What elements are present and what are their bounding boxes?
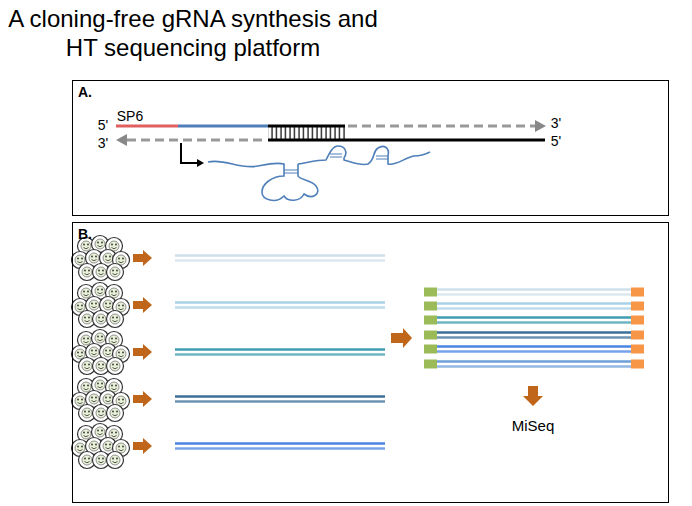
bottom-oligo — [268, 139, 545, 142]
pcr-product — [175, 400, 385, 402]
barcoded-amplicon — [436, 316, 632, 318]
cell-clusters — [72, 236, 130, 469]
adapter — [631, 331, 644, 340]
arrowhead — [116, 134, 127, 146]
barcoded-amplicon — [436, 288, 632, 290]
adapter — [424, 345, 437, 354]
adapter — [424, 360, 437, 369]
pcr-product — [175, 259, 385, 261]
adapter — [424, 302, 437, 311]
strand-end-label: 5' — [551, 133, 561, 149]
adapter — [424, 331, 437, 340]
adapter — [631, 345, 644, 354]
sequencing-arrow — [523, 386, 543, 406]
pcr-product — [175, 306, 385, 308]
strand-end-label: 3' — [98, 135, 108, 151]
adapter — [631, 316, 644, 325]
cell — [107, 264, 124, 281]
panel-label: A. — [73, 81, 92, 100]
barcoded-amplicon — [436, 307, 632, 309]
barcoded-amplicon — [436, 293, 632, 295]
adapter — [631, 302, 644, 311]
cell — [107, 358, 124, 375]
barcoded-amplicon — [436, 365, 632, 367]
adapter — [424, 316, 437, 325]
barcoded-amplicon — [436, 345, 632, 347]
dna-template — [116, 120, 546, 200]
extension-arrow — [127, 139, 264, 142]
pool-arrow — [391, 328, 412, 348]
cell — [107, 311, 124, 328]
adapter — [631, 288, 644, 297]
adapter — [424, 288, 437, 297]
title: A cloning-free gRNA synthesis and HT seq… — [8, 4, 378, 62]
promoter-arrow — [181, 143, 198, 163]
pcr-product — [175, 395, 385, 397]
sp6-segment — [116, 125, 178, 128]
panel-box: A. — [72, 80, 669, 216]
arrowhead — [197, 159, 204, 167]
pcr-product — [175, 348, 385, 350]
adapter — [631, 360, 644, 369]
barcoded-amplicon — [436, 350, 632, 352]
panel-box: B. — [72, 222, 669, 503]
arrow — [133, 344, 152, 360]
barcoded-amplicon — [436, 360, 632, 362]
strand-end-label: 3' — [551, 115, 561, 131]
pcr-product — [175, 442, 385, 444]
barcoded-amplicon — [436, 321, 632, 323]
process-arrows — [133, 250, 152, 454]
cell — [107, 452, 124, 469]
amplicons — [175, 256, 644, 449]
strand-end-label: 5' — [98, 117, 108, 133]
arrow — [133, 250, 152, 266]
arrow — [133, 391, 152, 407]
guide-segment — [178, 125, 268, 128]
pcr-product — [175, 447, 385, 449]
extension-arrow — [348, 125, 535, 128]
sequencer-label: MiSeq — [512, 417, 555, 434]
grna-transcript — [208, 146, 430, 200]
barcoded-amplicon — [436, 302, 632, 304]
arrow — [133, 297, 152, 313]
panel-label: B. — [73, 223, 92, 242]
annealing-hatch — [268, 127, 345, 139]
pcr-product — [175, 254, 385, 256]
pcr-product — [175, 353, 385, 355]
cell — [107, 405, 124, 422]
pcr-product — [175, 301, 385, 303]
barcoded-amplicon — [436, 336, 632, 338]
arrow — [133, 438, 152, 454]
promoter-label: SP6 — [117, 108, 143, 124]
arrowhead — [535, 120, 546, 132]
barcoded-amplicon — [436, 331, 632, 333]
